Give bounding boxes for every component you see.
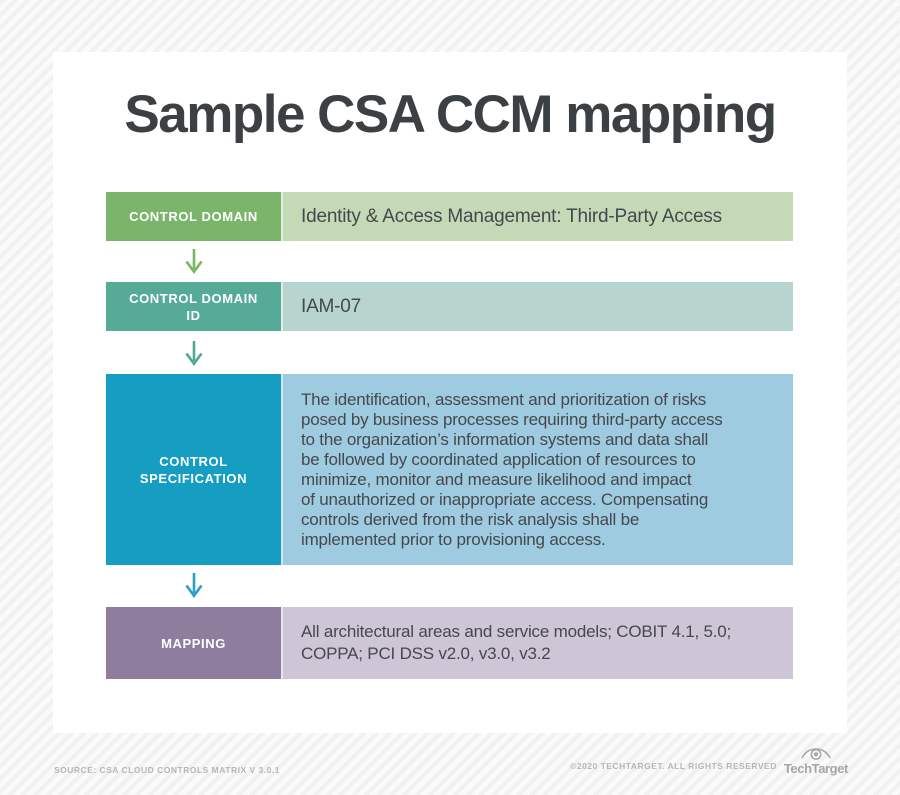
mapping-row: MAPPING All architectural areas and serv… [106,607,793,679]
down-arrow-icon [181,248,206,274]
control-specification-value: The identification, assessment and prior… [301,389,723,549]
content-card: Sample CSA CCM mapping CONTROL DOMAIN Id… [53,52,847,733]
control-domain-id-row: CONTROL DOMAIN ID IAM-07 [106,282,793,331]
control-domain-id-label: CONTROL DOMAIN ID [129,290,258,323]
down-arrow-icon [181,572,206,598]
control-domain-value: Identity & Access Management: Third-Part… [301,206,722,227]
control-domain-label-cell: CONTROL DOMAIN [106,192,281,241]
mapping-value: All architectural areas and service mode… [301,622,732,663]
control-domain-id-value: IAM-07 [301,296,362,317]
techtarget-wordmark: TechTarget [783,761,849,776]
mapping-value-cell: All architectural areas and service mode… [281,607,793,679]
mapping-label-cell: MAPPING [106,607,281,679]
techtarget-eye-icon [801,748,831,760]
control-domain-value-cell: Identity & Access Management: Third-Part… [281,192,793,241]
down-arrow-icon [181,340,206,366]
control-domain-label: CONTROL DOMAIN [129,209,258,224]
page-title: Sample CSA CCM mapping [124,85,777,144]
control-specification-label: CONTROL SPECIFICATION [139,453,248,486]
control-specification-label-cell: CONTROL SPECIFICATION [106,374,281,565]
mapping-label: MAPPING [161,635,226,651]
techtarget-logo: TechTarget [784,744,848,775]
control-domain-row: CONTROL DOMAIN Identity & Access Managem… [106,192,793,241]
control-domain-id-value-cell: IAM-07 [281,282,793,331]
control-specification-value-cell: The identification, assessment and prior… [281,374,793,565]
source-note: SOURCE: CSA CLOUD CONTROLS MATRIX V 3.0.… [54,765,280,775]
footer-right: ©2020 TECHTARGET. ALL RIGHTS RESERVED Te… [570,744,848,775]
control-domain-id-label-cell: CONTROL DOMAIN ID [106,282,281,331]
copyright-note: ©2020 TECHTARGET. ALL RIGHTS RESERVED [570,761,777,771]
control-specification-row: CONTROL SPECIFICATION The identification… [106,374,793,565]
